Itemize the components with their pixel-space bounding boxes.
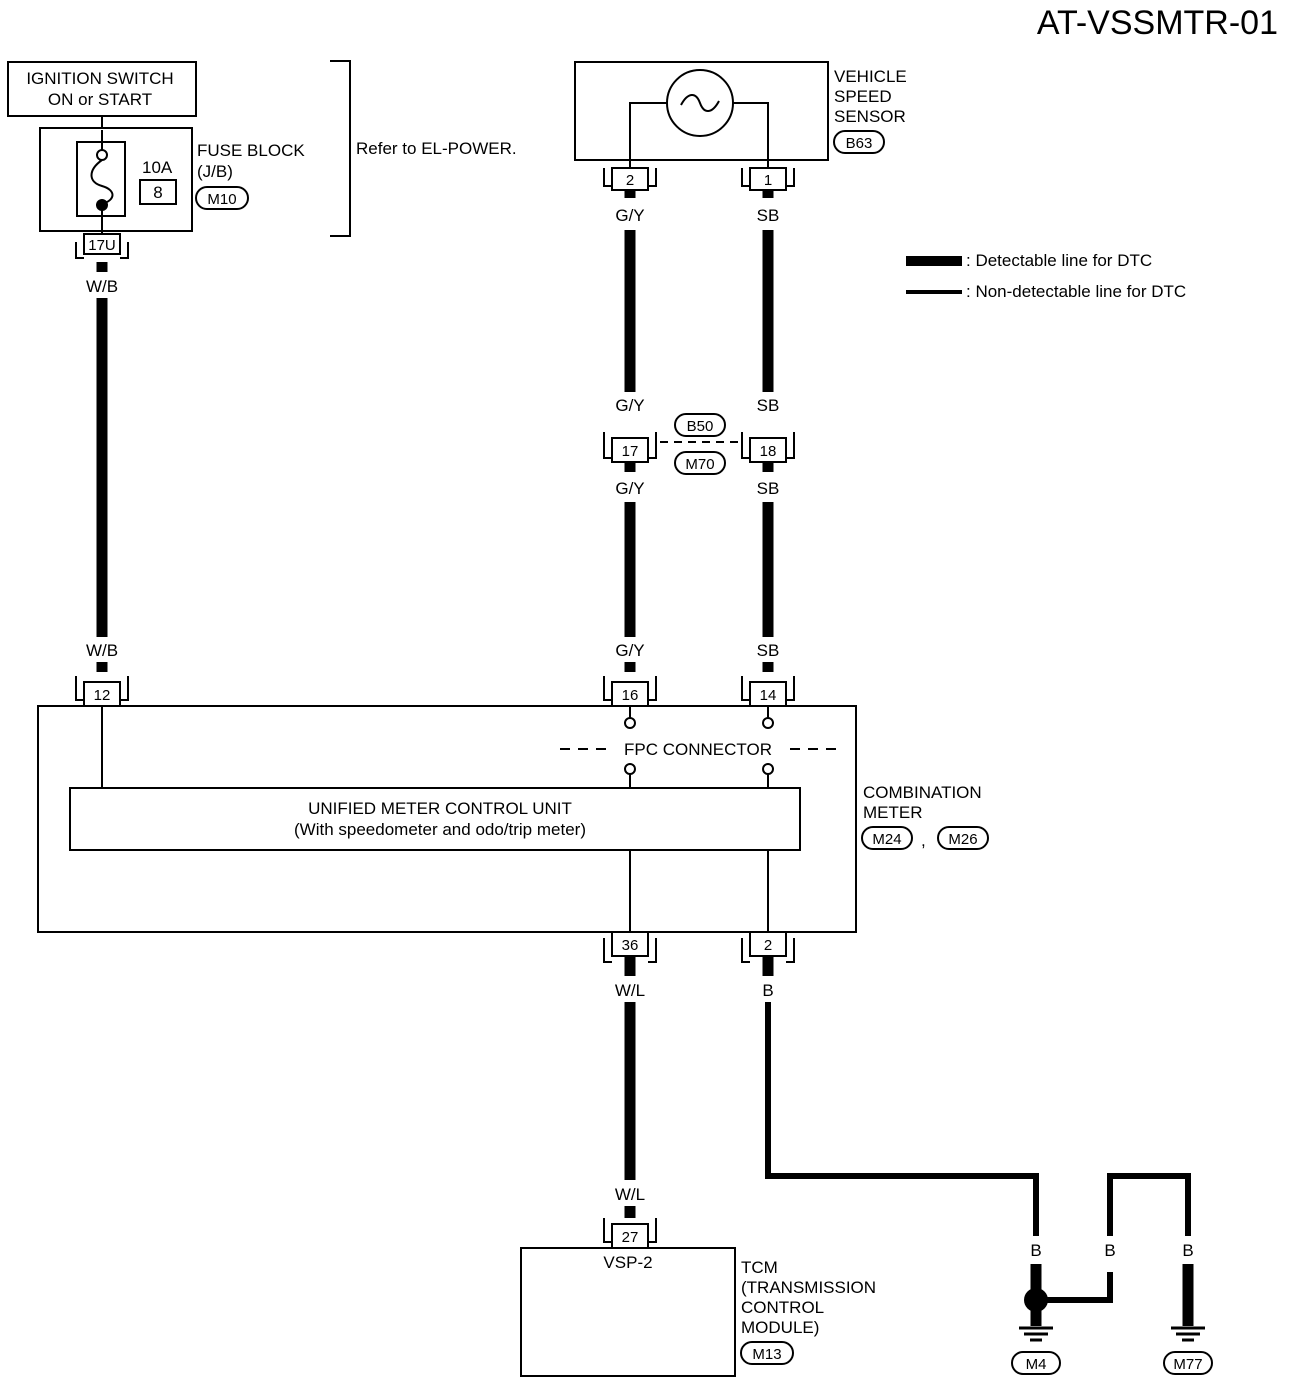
vss-label-3: SENSOR (834, 107, 906, 126)
wire-label-gy-2: G/Y (615, 396, 644, 415)
joint-pin-18: 18 (760, 443, 777, 460)
combination-meter-label-1: COMBINATION (863, 783, 982, 802)
wire-label-gy-4: G/Y (615, 641, 644, 660)
unit-label-2: (With speedometer and odo/trip meter) (294, 820, 586, 839)
wire-label-sb-2: SB (757, 396, 780, 415)
fuse-rating: 10A (142, 158, 173, 177)
meter-pin-36: 36 (603, 931, 657, 963)
vss-label-2: SPEED (834, 87, 892, 106)
joint-connector-upper: B50 (687, 418, 714, 435)
svg-text:2: 2 (764, 937, 772, 954)
tcm-connector: M13 (752, 1346, 781, 1363)
ignition-switch-label-2: ON or START (48, 90, 152, 109)
meter-pin-14: 14 (741, 676, 795, 707)
meter-pin-12: 12 (75, 676, 129, 707)
wire-label-b-ground-3: B (1182, 1241, 1193, 1260)
vehicle-speed-sensor: VEHICLE SPEED SENSOR B63 (574, 61, 907, 172)
svg-text:17U: 17U (88, 237, 116, 254)
ground-connector-left: M4 (1026, 1356, 1047, 1373)
legend-detectable: : Detectable line for DTC (966, 251, 1152, 270)
wire-label-sb-1: SB (757, 206, 780, 225)
fuse-block-label-2: (J/B) (197, 162, 233, 181)
wire-label-b-ground-1: B (1030, 1241, 1041, 1260)
vss-pin-2: 2 (603, 167, 657, 191)
svg-text:14: 14 (760, 687, 777, 704)
meter-pin-2: 2 (741, 931, 795, 963)
vss-pin-1: 1 (741, 167, 795, 191)
tcm-label-1: TCM (741, 1258, 778, 1277)
fuse-block-label-1: FUSE BLOCK (197, 141, 305, 160)
vss-label-1: VEHICLE (834, 67, 907, 86)
joint-connector: 17 18 B50 M70 (603, 413, 795, 475)
wire-label-sb-4: SB (757, 641, 780, 660)
ground-connector-right: M77 (1173, 1356, 1202, 1373)
wire-label-sb-3: SB (757, 479, 780, 498)
tcm-label-3: CONTROL (741, 1298, 824, 1317)
fuse-symbol (90, 159, 114, 205)
wire-b-ground (765, 1002, 1039, 1236)
fuse-block-connector: M10 (207, 191, 236, 208)
connector-17u: 17U (75, 233, 129, 259)
combination-meter-connector-2: M26 (948, 831, 977, 848)
svg-text:27: 27 (622, 1229, 639, 1246)
tcm-label-4: MODULE) (741, 1318, 819, 1337)
combination-meter-separator: , (921, 831, 926, 850)
wire-label-wb-top: W/B (86, 277, 118, 296)
legend: : Detectable line for DTC : Non-detectab… (906, 251, 1186, 301)
combination-meter-connector-1: M24 (872, 831, 901, 848)
refer-bracket (330, 60, 351, 237)
tcm-label-2: (TRANSMISSION (741, 1278, 876, 1297)
unit-label-1: UNIFIED METER CONTROL UNIT (308, 799, 572, 818)
svg-text:1: 1 (764, 172, 772, 189)
ground-symbol-right (1171, 1326, 1205, 1342)
fuse-terminal-top (96, 149, 108, 161)
wire-label-wb-bottom: W/B (86, 641, 118, 660)
fuse-number: 8 (153, 183, 162, 202)
ignition-switch: IGNITION SWITCH ON or START (7, 61, 197, 117)
refer-note: Refer to EL-POWER. (356, 139, 517, 158)
combination-meter-label-2: METER (863, 803, 923, 822)
ground-symbol-left (1019, 1326, 1053, 1342)
svg-text:12: 12 (94, 687, 111, 704)
fuse-block: 10A 8 FUSE BLOCK (J/B) M10 (39, 127, 305, 236)
combination-meter: 12 16 14 FPC CONNECTOR UNIFIED METER CON… (37, 676, 989, 963)
meter-pin-16: 16 (603, 676, 657, 707)
fpc-connector-label: FPC CONNECTOR (624, 740, 772, 759)
diagram-title: AT-VSSMTR-01 (1037, 4, 1278, 42)
wire-label-wl-top: W/L (615, 981, 645, 1000)
unified-meter-control-unit (69, 787, 801, 851)
wire-label-wl-bottom: W/L (615, 1185, 645, 1204)
tcm: 27 VSP-2 TCM (TRANSMISSION CONTROL MODUL… (520, 1218, 876, 1377)
wire-label-b-ground-2: B (1104, 1241, 1115, 1260)
wire-label-b-meter: B (762, 981, 773, 1000)
svg-text:16: 16 (622, 687, 639, 704)
tcm-pin-27: 27 (603, 1218, 657, 1249)
legend-non-detectable: : Non-detectable line for DTC (966, 282, 1186, 301)
wire-label-gy-3: G/Y (615, 479, 644, 498)
svg-text:36: 36 (622, 937, 639, 954)
joint-connector-lower: M70 (685, 456, 714, 473)
tcm-terminal: VSP-2 (603, 1253, 652, 1272)
ignition-switch-label-1: IGNITION SWITCH (26, 69, 173, 88)
svg-text:2: 2 (626, 172, 634, 189)
wire-label-gy-1: G/Y (615, 206, 644, 225)
sine-icon (680, 94, 720, 112)
joint-pin-17: 17 (622, 443, 639, 460)
vss-connector: B63 (846, 135, 873, 152)
